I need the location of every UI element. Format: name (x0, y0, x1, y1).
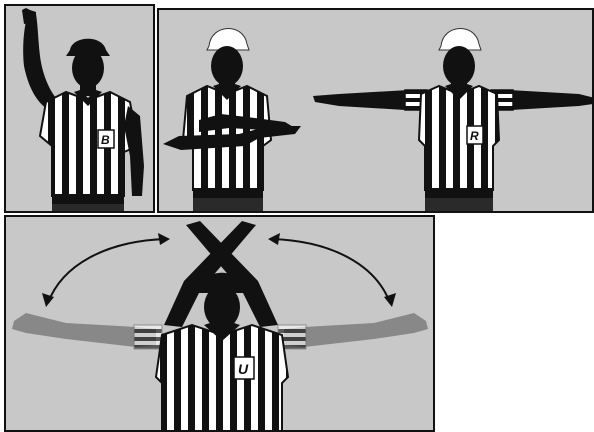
signal-panel-arms-crossed-spread: R (157, 8, 594, 213)
referee-raised-arm-figure: B (6, 6, 155, 213)
badge-letter-r: R (470, 129, 479, 143)
referee-arms-crossed-figure (163, 28, 301, 213)
referee-waving-arms-figure: U (6, 217, 435, 432)
motion-arrow-left (48, 239, 166, 303)
badge-letter-u: U (238, 361, 249, 377)
referee-arms-spread-figure: R (313, 28, 594, 213)
badge-letter-b: B (101, 133, 110, 147)
referee-two-poses-figure: R (159, 10, 594, 213)
motion-arrow-right (272, 239, 390, 303)
signal-panel-raised-arm: B (4, 4, 155, 213)
signal-panel-waving-arms: U (4, 215, 435, 432)
